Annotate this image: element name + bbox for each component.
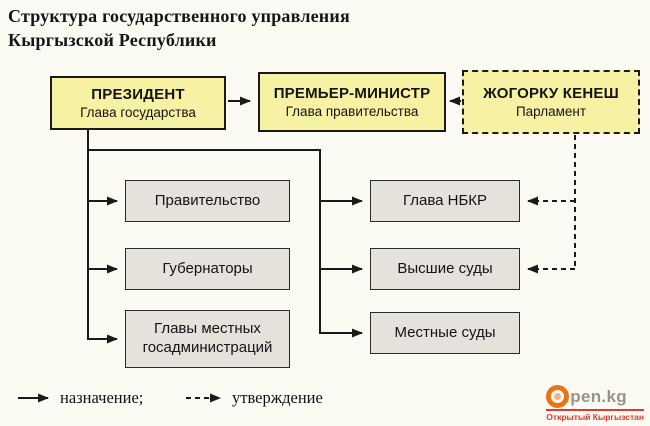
logo-tagline: Открытый Кыргызстан <box>546 409 644 422</box>
logo-row: pen.kg <box>546 385 627 408</box>
parliament-subtitle: Парламент <box>515 104 587 119</box>
watermark: pen.kg Открытый Кыргызстан <box>546 385 644 422</box>
title-line1: Структура государственного управления <box>8 6 350 26</box>
president-subtitle: Глава государства <box>80 105 196 120</box>
local-courts-box: Местные суды <box>370 312 520 354</box>
logo-text: pen.kg <box>570 386 627 406</box>
government-box: Правительство <box>125 180 290 222</box>
page-title: Структура государственного управления Кы… <box>8 4 350 53</box>
premier-box: ПРЕМЬЕР-МИНИСТР Глава правительства <box>258 72 446 132</box>
governors-box: Губернаторы <box>125 248 290 290</box>
parliament-title: ЖОГОРКУ КЕНЕШ <box>483 85 619 102</box>
president-title: ПРЕЗИДЕНТ <box>91 86 185 103</box>
president-box: ПРЕЗИДЕНТ Глава государства <box>50 76 226 130</box>
pen-kg-logo-icon <box>546 385 570 408</box>
premier-title: ПРЕМЬЕР-МИНИСТР <box>273 85 431 102</box>
high-courts-box: Высшие суды <box>370 248 520 290</box>
parliament-box: ЖОГОРКУ КЕНЕШ Парламент <box>462 70 640 134</box>
nbkr-head-box: Глава НБКР <box>370 180 520 222</box>
legend-dashed-label: утверждение <box>232 388 323 407</box>
local-admin-box: Главы местных госадминистраций <box>125 310 290 368</box>
legend-solid-label: назначение; <box>60 388 144 407</box>
title-line2: Кыргызской Республики <box>8 30 217 51</box>
premier-subtitle: Глава правительства <box>285 104 419 119</box>
